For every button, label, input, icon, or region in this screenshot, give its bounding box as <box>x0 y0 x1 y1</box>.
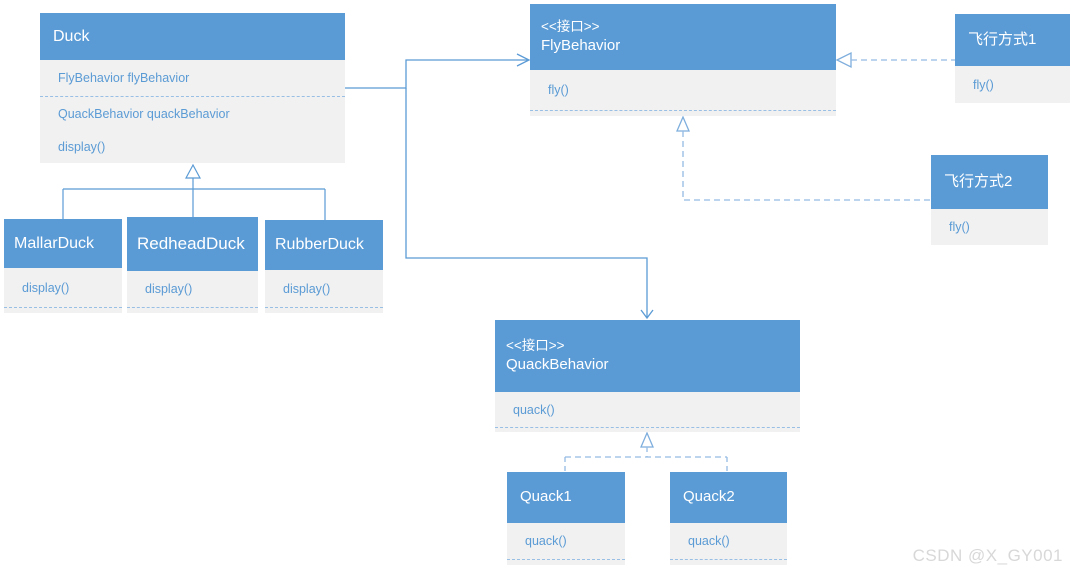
edge-fly1-realization <box>835 51 955 69</box>
interface-flybehavior-header: <<接口>> FlyBehavior <box>530 4 836 70</box>
class-redheadduck-body: display() <box>127 271 258 313</box>
edge-duck-quackbehavior <box>405 88 654 320</box>
interface-flybehavior-body: fly() <box>530 70 836 116</box>
interface-quackbehavior-body: quack() <box>495 392 800 432</box>
edge-ducks-generalization <box>62 163 326 220</box>
class-fly-style-2-body: fly() <box>931 209 1048 245</box>
interface-quackbehavior: <<接口>> QuackBehavior quack() <box>495 320 800 432</box>
class-fly-style-2-header: 飞行方式2 <box>931 155 1048 209</box>
class-duck-attr-flybehavior: FlyBehavior flyBehavior <box>40 60 345 97</box>
class-mallarduck: MallarDuck display() <box>4 219 122 313</box>
interface-quackbehavior-stereotype: <<接口>> <box>506 337 565 353</box>
class-mallarduck-method-display: display() <box>4 268 122 308</box>
class-fly-style-1-method-fly: fly() <box>973 77 994 92</box>
class-rubberduck-body: display() <box>265 270 383 313</box>
class-duck-method-display: display() <box>58 140 106 154</box>
class-fly-style-1: 飞行方式1 fly() <box>955 14 1070 103</box>
edge-quacks-realization <box>564 431 728 471</box>
class-mallarduck-header: MallarDuck <box>4 219 122 268</box>
class-fly-style-1-title: 飞行方式1 <box>968 30 1037 48</box>
class-duck-header: Duck <box>40 13 345 60</box>
class-rubberduck-header: RubberDuck <box>265 220 383 270</box>
class-redheadduck-method-display: display() <box>127 271 258 308</box>
class-quack2-title: Quack2 <box>683 488 735 506</box>
interface-quackbehavior-header: <<接口>> QuackBehavior <box>495 320 800 392</box>
class-quack2: Quack2 quack() <box>670 472 787 565</box>
class-quack2-header: Quack2 <box>670 472 787 523</box>
class-duck-body: FlyBehavior flyBehavior QuackBehavior qu… <box>40 60 345 163</box>
interface-flybehavior-title: FlyBehavior <box>541 36 621 54</box>
class-quack2-body: quack() <box>670 523 787 565</box>
class-rubberduck-title: RubberDuck <box>275 236 364 254</box>
class-duck-title: Duck <box>53 27 90 45</box>
class-duck: Duck FlyBehavior flyBehavior QuackBehavi… <box>40 13 345 163</box>
class-fly-style-2-method-fly: fly() <box>949 220 970 234</box>
interface-flybehavior-method-fly: fly() <box>530 70 836 111</box>
interface-quackbehavior-title: QuackBehavior <box>506 355 609 373</box>
class-fly-style-1-header: 飞行方式1 <box>955 14 1070 66</box>
interface-quackbehavior-method-quack: quack() <box>495 392 800 428</box>
class-rubberduck: RubberDuck display() <box>265 220 383 313</box>
interface-flybehavior-stereotype: <<接口>> <box>541 18 600 34</box>
class-quack1-header: Quack1 <box>507 472 625 523</box>
class-quack1: Quack1 quack() <box>507 472 625 565</box>
class-duck-attr-quackbehavior: QuackBehavior quackBehavior <box>58 107 230 121</box>
interface-flybehavior: <<接口>> FlyBehavior fly() <box>530 4 836 116</box>
class-redheadduck-title: RedheadDuck <box>137 233 245 253</box>
class-fly-style-2: 飞行方式2 fly() <box>931 155 1048 245</box>
class-quack1-title: Quack1 <box>520 488 572 506</box>
class-mallarduck-body: display() <box>4 268 122 313</box>
class-mallarduck-title: MallarDuck <box>14 234 95 252</box>
class-quack2-method-quack: quack() <box>670 523 787 560</box>
class-quack1-body: quack() <box>507 523 625 565</box>
class-fly-style-1-body: fly() <box>955 66 1070 103</box>
class-redheadduck-header: RedheadDuck <box>127 217 258 271</box>
class-fly-style-2-title: 飞行方式2 <box>944 172 1013 190</box>
class-quack1-method-quack: quack() <box>507 523 625 560</box>
edge-fly2-realization <box>676 115 931 201</box>
class-rubberduck-method-display: display() <box>265 270 383 308</box>
class-redheadduck: RedheadDuck display() <box>127 217 258 313</box>
csdn-watermark: CSDN @X_GY001 <box>912 546 1063 565</box>
edge-duck-flybehavior <box>345 53 531 89</box>
